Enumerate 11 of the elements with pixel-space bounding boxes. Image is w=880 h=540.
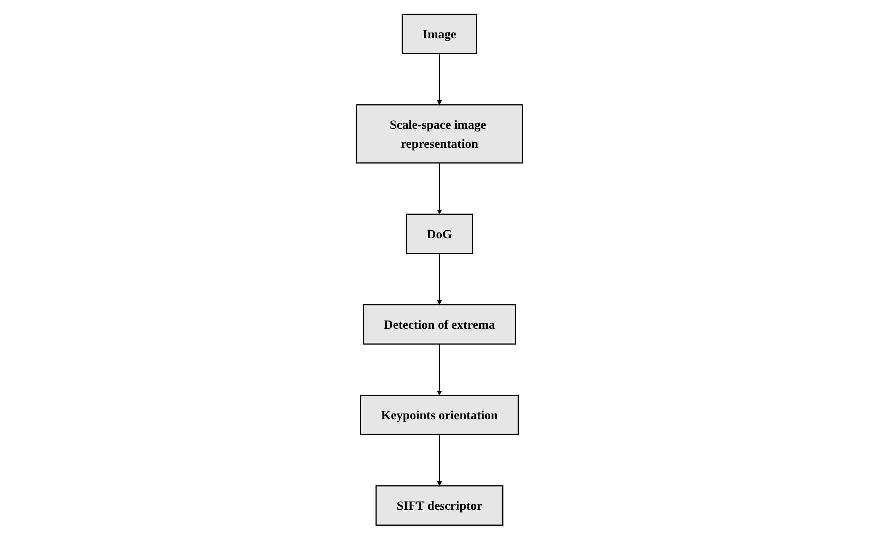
arrow [438,434,442,486]
arrow [438,344,442,396]
node-box: SIFT descriptor [376,486,504,526]
node-box: Image [402,14,478,54]
node-box: Keypoints orientation [360,395,520,436]
arrow [438,253,442,306]
node-box: Scale-space image representation [356,104,524,164]
arrow [438,54,442,106]
node-box: Detection of extrema [363,304,517,345]
arrow [438,162,442,215]
node-box: DoG [406,214,474,254]
